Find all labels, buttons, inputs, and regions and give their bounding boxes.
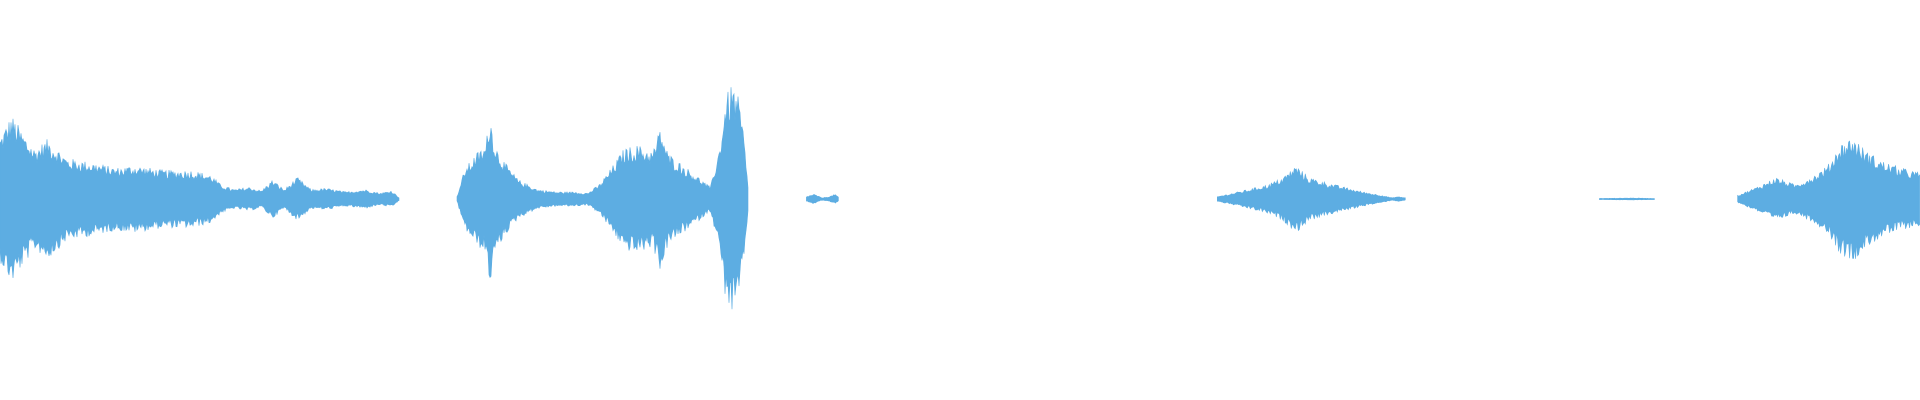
waveform-segment-3 [806,194,839,204]
waveform-segment-4 [1217,167,1406,232]
waveform-segment-2 [456,87,749,310]
waveform-segment-1 [0,118,400,279]
waveform-segment-5 [1599,197,1655,201]
